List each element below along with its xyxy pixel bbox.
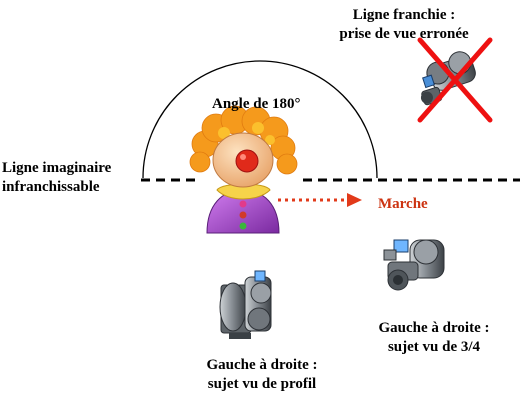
imaginary-line-label-line1: Ligne imaginaire: [2, 160, 112, 176]
angle-label: Angle de 180°: [212, 96, 301, 112]
profile-label-line2: sujet vu de profil: [207, 376, 317, 392]
wrong-shot-label: Ligne franchie : prise de vue erronée: [319, 6, 489, 44]
imaginary-line-label-line2: infranchissable: [2, 179, 100, 195]
angle-arc: [142, 60, 378, 179]
three-quarter-label: Gauche à droite : sujet vu de 3/4: [352, 319, 516, 357]
three-quarter-label-line1: Gauche à droite :: [378, 320, 490, 336]
three-quarter-label-line2: sujet vu de 3/4: [387, 339, 481, 355]
camera-icon-three-quarter: [383, 239, 445, 291]
profile-label: Gauche à droite : sujet vu de profil: [176, 356, 348, 394]
camera-icon-wrong: [420, 51, 476, 106]
direction-label: Marche: [378, 196, 428, 212]
clown-icon: [189, 105, 298, 234]
cross-icon: [417, 37, 493, 123]
wrong-shot-label-line1: Ligne franchie :: [352, 7, 456, 23]
wrong-shot-label-line2: prise de vue erronée: [339, 26, 469, 42]
direction-arrow-icon: [278, 193, 362, 207]
camera-icon-profile: [219, 270, 272, 339]
profile-label-line1: Gauche à droite :: [206, 357, 318, 373]
imaginary-line-label: Ligne imaginaire infranchissable: [2, 159, 111, 197]
